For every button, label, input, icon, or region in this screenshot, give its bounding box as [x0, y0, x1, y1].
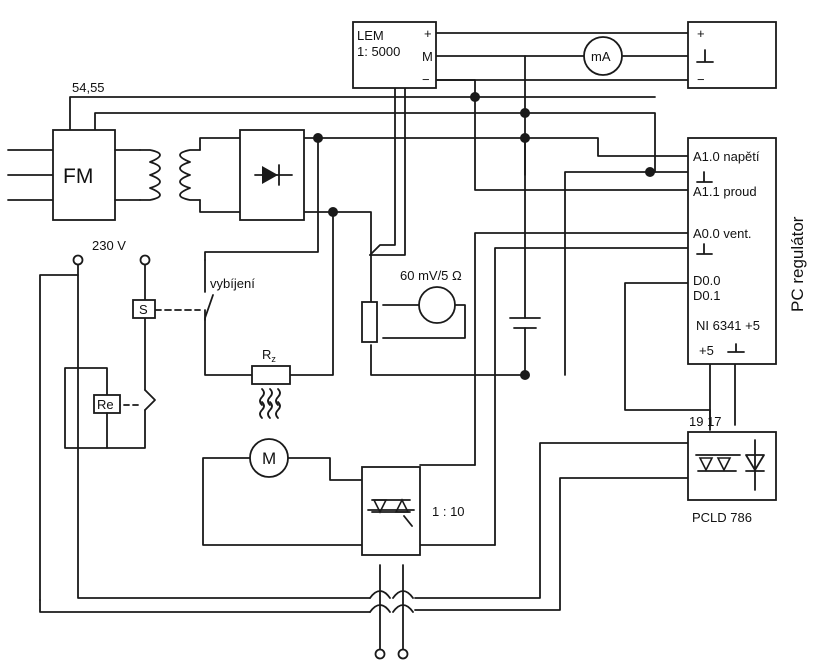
fm-label: FM: [63, 165, 93, 188]
pc-d00: D0.0: [693, 273, 720, 288]
pc-regulator: A1.0 napětí A1.1 proud A0.0 vent. D0.0 D…: [687, 137, 807, 365]
junction-dots: [313, 92, 655, 380]
relay-label: Re: [97, 397, 114, 412]
wires: [7, 32, 736, 651]
pcld-label: PCLD 786: [692, 510, 752, 525]
mains-terminals: 230 V: [72, 238, 151, 266]
motor-icon: M: [249, 438, 289, 478]
switch-s-label: S: [139, 302, 148, 317]
thyristor-icon: [695, 454, 741, 472]
heat-icon: [259, 388, 281, 419]
current-transformer-icon: [369, 590, 414, 613]
pc-plus5: +5: [699, 343, 714, 358]
lem-m: M: [422, 49, 433, 64]
display-minus: −: [697, 72, 705, 87]
pc-a10: A1.0 napětí: [693, 149, 760, 164]
relay-re: Re: [93, 389, 156, 449]
lem-name: LEM: [357, 28, 384, 43]
diode-icon: [254, 164, 293, 186]
shunt: 60 mV/5 Ω: [361, 268, 462, 343]
lem-plus: +: [424, 26, 432, 41]
display-block: + −: [687, 21, 777, 89]
fm-block: FM: [52, 129, 141, 221]
pcld-block: 19 17 PCLD 786: [687, 414, 777, 525]
triac-ratio: 1 : 10: [432, 504, 465, 519]
bottom-terminals: [374, 648, 409, 660]
pc-d01: D0.1: [693, 288, 720, 303]
capacitor-icon: [509, 317, 541, 329]
pc-side-label: PC regulátor: [788, 216, 807, 312]
ground-icon: [696, 49, 714, 63]
pc-a00: A0.0 vent.: [693, 226, 752, 241]
pc-ni: NI 6341 +5: [696, 318, 760, 333]
triac-block: 1 : 10: [361, 466, 465, 556]
rectifier-block: [239, 129, 305, 221]
discharge-switch: vybíjení: [204, 259, 255, 321]
display-plus: +: [697, 26, 705, 41]
shunt-label: 60 mV/5 Ω: [400, 268, 462, 283]
ma-label: mA: [591, 49, 611, 64]
pc-a11: A1.1 proud: [693, 184, 757, 199]
lem-minus: −: [422, 72, 430, 87]
rz-label: Rz: [262, 347, 276, 364]
lem-ratio: 1: 5000: [357, 44, 400, 59]
pcld-pins: 19 17: [689, 414, 722, 429]
label-230v: 230 V: [92, 238, 126, 253]
milliammeter: mA: [583, 36, 623, 76]
motor-label: M: [262, 449, 276, 468]
label-vybijeni: vybíjení: [210, 276, 255, 291]
label-54-55: 54,55: [72, 80, 105, 95]
transformer-coil-icon: [139, 137, 241, 213]
lem-block: LEM 1: 5000 + M −: [352, 21, 437, 89]
resistor-rz: Rz: [251, 347, 291, 385]
switch-s: S: [132, 299, 156, 319]
